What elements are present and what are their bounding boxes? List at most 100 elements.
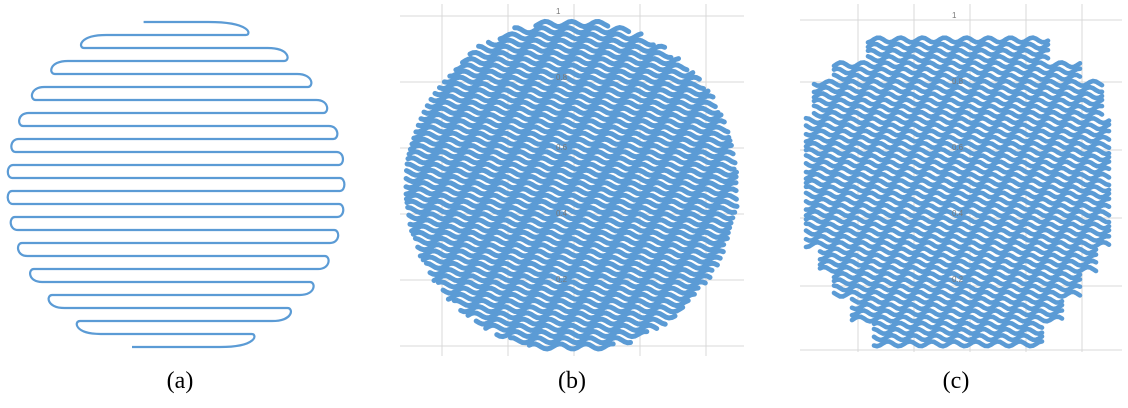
- wave-row: [803, 202, 1112, 213]
- wave-row: [803, 196, 1112, 206]
- wave-row: [865, 41, 1051, 51]
- wave-row: [849, 308, 1065, 318]
- wave-row: [871, 339, 1045, 349]
- wave-row: [803, 171, 1112, 182]
- wave-row: [409, 136, 733, 147]
- wave-row: [871, 332, 1045, 343]
- wave-row: [849, 314, 1065, 324]
- axis-label: 0.2: [952, 275, 964, 284]
- wave-row: [871, 326, 1045, 337]
- circle-wavy-scan-plot: 10.80.60.40.2: [400, 4, 744, 356]
- axis-label: 0.6: [952, 143, 964, 152]
- wave-row: [423, 260, 720, 271]
- wave-row: [428, 93, 716, 104]
- axis-labels: 10.80.60.40.2: [556, 7, 568, 284]
- axis-label: 1: [952, 11, 957, 20]
- wave-row: [427, 266, 715, 278]
- wave-row: [803, 115, 1112, 126]
- wave-row: [865, 47, 1051, 58]
- wave-row: [811, 84, 1105, 95]
- wave-row: [803, 233, 1112, 244]
- wave-row: [803, 128, 1112, 138]
- wave-row: [421, 105, 721, 116]
- octagon-wavy-scan-plot: 1 0.8 0.6 0.4 0.2: [800, 4, 1122, 352]
- wave-row: [483, 322, 660, 333]
- wave-row: [417, 248, 726, 259]
- wave-row: [803, 227, 1112, 237]
- wave-row: [441, 74, 702, 85]
- wave-row: [811, 78, 1105, 89]
- wave-row: [447, 68, 696, 79]
- wave-row: [831, 277, 1083, 287]
- wave-row: [811, 109, 1105, 120]
- wave-row: [418, 111, 724, 123]
- raster-scan-plot: [6, 20, 346, 349]
- wave-row: [817, 252, 1099, 262]
- axis-labels: 1 0.8 0.6 0.4 0.2: [952, 11, 964, 284]
- wave-row: [803, 239, 1112, 250]
- wave-row: [437, 80, 706, 92]
- wave-row: [831, 289, 1083, 299]
- wave-row: [403, 186, 739, 197]
- wave-row: [494, 328, 650, 340]
- wave-row: [811, 103, 1105, 113]
- wave-row: [404, 198, 740, 209]
- wave-row: [453, 62, 690, 73]
- wave-row: [871, 320, 1045, 330]
- wave-row: [803, 159, 1112, 169]
- wave-row: [465, 310, 678, 321]
- axis-label: 0.4: [952, 209, 964, 218]
- wave-row: [497, 31, 644, 42]
- wave-row: [415, 242, 727, 253]
- axis-label: 0.8: [556, 73, 568, 82]
- wave-row: [803, 134, 1112, 144]
- wave-row: [445, 291, 697, 302]
- caption-a: (a): [166, 368, 194, 394]
- wave-row: [435, 279, 708, 290]
- wave-row: [831, 72, 1083, 82]
- wave-row: [473, 316, 668, 327]
- wave-row: [407, 142, 734, 154]
- wave-row: [460, 56, 681, 67]
- scan-waves: [803, 35, 1112, 349]
- panel-a: [0, 0, 352, 360]
- wave-row: [817, 264, 1099, 275]
- wave-row: [849, 301, 1065, 312]
- wave-row: [803, 215, 1112, 225]
- wave-row: [831, 66, 1083, 76]
- wave-row: [432, 87, 711, 98]
- wave-row: [811, 91, 1105, 101]
- wave-row: [803, 153, 1112, 163]
- wave-row: [865, 35, 1051, 45]
- axis-label: 0.8: [952, 77, 964, 86]
- wave-row: [413, 124, 731, 135]
- wave-row: [811, 97, 1105, 107]
- wave-row: [409, 223, 733, 234]
- wave-row: [406, 149, 736, 160]
- wave-row: [476, 43, 668, 54]
- wave-row: [803, 146, 1112, 157]
- wave-row: [526, 341, 616, 352]
- wave-row: [831, 283, 1083, 293]
- wave-row: [849, 295, 1065, 306]
- wave-row: [404, 161, 737, 172]
- wave-row: [405, 204, 738, 216]
- wave-row: [405, 155, 738, 166]
- wave-row: [831, 60, 1083, 70]
- wave-row: [817, 246, 1099, 256]
- wave-row: [404, 167, 739, 178]
- wave-row: [403, 173, 739, 185]
- scan-path: [6, 20, 346, 349]
- wave-row: [803, 122, 1112, 132]
- wave-row: [451, 297, 691, 309]
- wave-row: [803, 165, 1112, 175]
- wave-row: [803, 177, 1112, 188]
- panel-c: 1 0.8 0.6 0.4 0.2: [796, 0, 1128, 360]
- wave-row: [817, 258, 1099, 268]
- wave-row: [803, 190, 1112, 200]
- wave-row: [420, 254, 723, 265]
- wave-row: [803, 184, 1112, 194]
- wave-row: [440, 285, 701, 296]
- axis-label: 0.2: [556, 275, 568, 284]
